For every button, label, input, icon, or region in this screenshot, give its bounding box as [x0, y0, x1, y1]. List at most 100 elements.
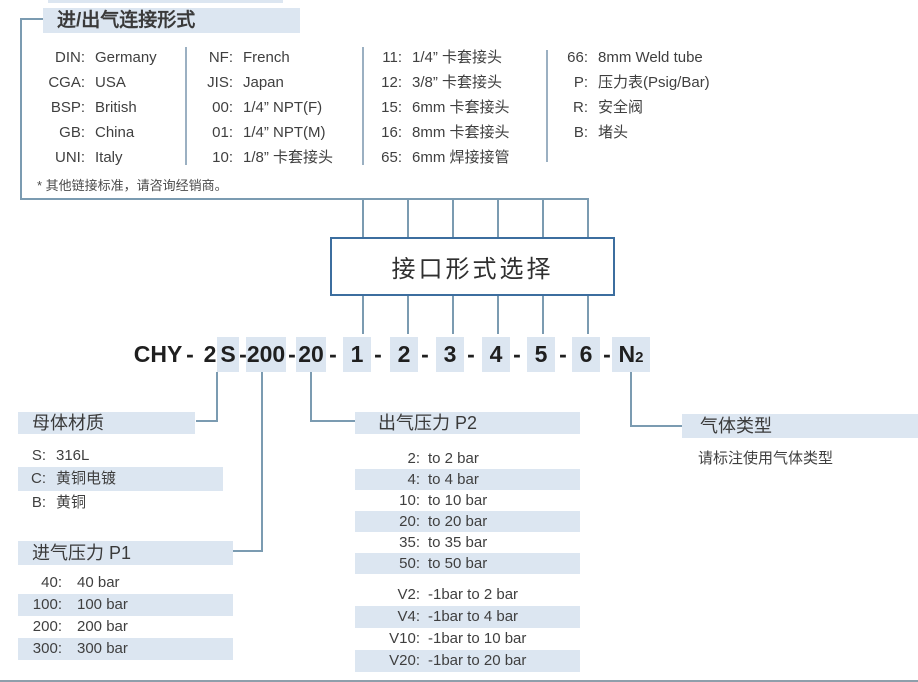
code-port-2: 2: [390, 337, 418, 372]
option-value: 1/4” NPT(M): [243, 124, 326, 141]
option-row: 00:1/4” NPT(F): [170, 95, 333, 120]
option-value: China: [95, 124, 135, 141]
code-brand: CHY: [133, 341, 183, 367]
outlet-pressure-item: V4:-1bar to 4 bar: [355, 606, 580, 628]
code-gas-type: N2: [612, 337, 650, 372]
code-gas-subscript: 2: [635, 349, 644, 366]
outlet-pressure-item: 50: to 50 bar: [355, 553, 580, 574]
bracket-left-line: [20, 18, 22, 200]
option-row: CGA:USA: [20, 70, 157, 95]
item-value: 300 bar: [77, 640, 128, 657]
footnote: * 其他链接标准，请咨询经销商。: [37, 178, 228, 193]
option-key: 15:: [381, 99, 402, 116]
option-key: 00:: [212, 99, 233, 116]
option-row: JIS:Japan: [170, 70, 333, 95]
material-list: S:316L C:黄铜电镀 B:黄铜: [18, 444, 223, 514]
option-key: GB:: [59, 124, 85, 141]
item-key: 200:: [32, 618, 62, 635]
leader-line-gas: [630, 372, 632, 427]
inlet-pressure-item: 40:40 bar: [18, 572, 233, 594]
column-divider: [546, 50, 548, 162]
material-section-title: 母体材质: [18, 412, 195, 434]
leader-line-gas: [630, 425, 684, 427]
option-row: 66:8mm Weld tube: [520, 45, 710, 70]
connector-line: [497, 199, 499, 238]
code-dash: -: [559, 341, 567, 367]
item-value: 40 bar: [77, 574, 120, 591]
item-value: -1bar to 2 bar: [428, 586, 519, 603]
item-key: 20:: [399, 513, 420, 530]
code-dash: -: [239, 341, 247, 367]
code-dash: -: [186, 341, 194, 367]
connector-line: [542, 199, 544, 238]
outlet-pressure-item: V2: -1bar to 2 bar: [355, 584, 580, 606]
code-inlet-pressure: 200: [246, 337, 286, 372]
option-key: CGA:: [48, 74, 85, 91]
item-key: 4:: [407, 471, 420, 488]
option-key: NF:: [208, 49, 233, 66]
item-key: 10:: [399, 492, 420, 509]
connector-line: [542, 296, 544, 334]
inlet-pressure-item: 100:100 bar: [18, 594, 233, 616]
option-row: 10:1/8” 卡套接头: [170, 145, 333, 170]
option-row: 15:6mm 卡套接头: [340, 95, 509, 120]
code-dash: -: [513, 341, 521, 367]
code-dash: -: [374, 341, 382, 367]
option-key: 16:: [381, 124, 402, 141]
option-value: Italy: [95, 149, 123, 166]
code-port-3: 3: [436, 337, 464, 372]
item-value: -1bar to 4 bar: [428, 608, 519, 625]
item-value: to 35 bar: [428, 534, 488, 551]
code-port-6: 6: [572, 337, 600, 372]
item-value: to 50 bar: [428, 555, 488, 572]
connection-col-standards-1: DIN:Germany CGA:USA BSP:British GB:China…: [20, 45, 157, 170]
option-key: P:: [573, 74, 588, 91]
code-outlet-pressure: 20: [296, 337, 326, 372]
option-value: 压力表(Psig/Bar): [598, 74, 710, 91]
connector-line: [587, 296, 589, 334]
bracket-top-tick: [20, 18, 44, 20]
inlet-pressure-item: 200:200 bar: [18, 616, 233, 638]
bracket-bottom-line: [20, 198, 589, 200]
connector-line: [452, 296, 454, 334]
option-row: NF:French: [170, 45, 333, 70]
item-value: 黄铜电镀: [56, 470, 117, 487]
column-divider: [362, 47, 364, 165]
outlet-pressure-title: 出气压力 P2: [355, 412, 580, 434]
item-key: S:: [31, 447, 46, 464]
code-port-1: 1: [343, 337, 371, 372]
option-value: 堵头: [598, 124, 629, 141]
code-material: S: [217, 337, 239, 372]
option-row: BSP:British: [20, 95, 157, 120]
item-key: V2:: [397, 586, 420, 603]
connection-form-title: 进/出气连接形式: [43, 8, 300, 33]
option-key: JIS:: [207, 74, 233, 91]
item-value: -1bar to 20 bar: [428, 652, 527, 669]
option-key: DIN:: [55, 49, 85, 66]
option-key: 65:: [381, 149, 402, 166]
code-material-prefix: 2: [203, 341, 217, 367]
connector-line: [452, 199, 454, 238]
outlet-pressure-item: 35:to 35 bar: [355, 532, 580, 553]
item-value: 316L: [56, 447, 90, 464]
item-key: B:: [31, 494, 46, 511]
option-row: UNI:Italy: [20, 145, 157, 170]
option-row: R:安全阀: [520, 95, 710, 120]
item-value: to 20 bar: [428, 513, 488, 530]
item-key: V10:: [389, 630, 420, 647]
option-value: 1/8” 卡套接头: [243, 149, 334, 166]
outlet-pressure-item: 4:to 4 bar: [355, 469, 580, 490]
connector-line: [497, 296, 499, 334]
material-item: S: 316L: [18, 444, 223, 467]
item-key: 50:: [399, 555, 420, 572]
item-value: -1bar to 10 bar: [428, 630, 527, 647]
outlet-pressure-item: 2:to 2 bar: [355, 448, 580, 469]
option-row: GB: China: [20, 120, 157, 145]
leader-line-outlet: [310, 420, 357, 422]
material-item: B:黄铜: [18, 491, 223, 514]
code-dash: -: [329, 341, 337, 367]
code-port-5: 5: [527, 337, 555, 372]
connector-line: [362, 199, 364, 238]
option-value: British: [95, 99, 137, 116]
